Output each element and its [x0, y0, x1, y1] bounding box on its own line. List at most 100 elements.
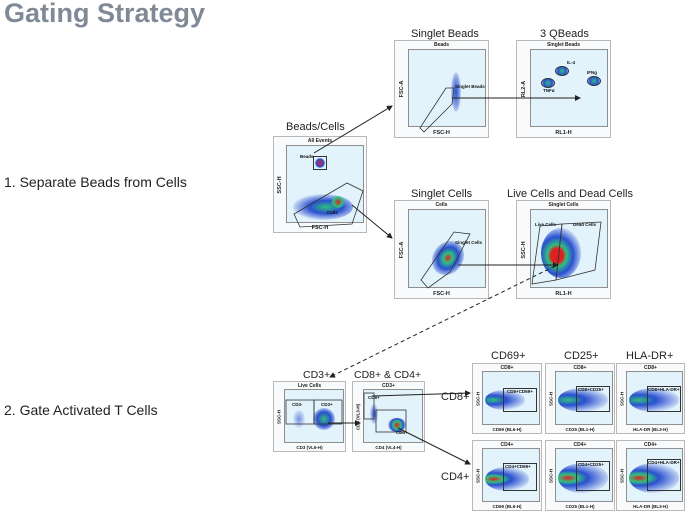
x-axis-label: FSC-H	[433, 291, 450, 297]
panel-cd8-cd25: CD8+ CD8+CD25+ SSC-H CD25 (BL1-H)	[545, 363, 615, 434]
group-cd69: CD69+	[491, 350, 526, 362]
group-singlet-beads: Singlet Beads	[411, 28, 479, 40]
panel-title: All Events	[307, 138, 333, 144]
panel-cd4-cd69: CD4+ CD4+CD69+ SSC-H CD69 (BL6-H)	[472, 440, 542, 511]
x-axis-label: HLA-DR (BL3-H)	[633, 504, 668, 509]
panel-cd4-hladr: CD4+ CD4+HLA-DR+ SSC-H HLA-DR (BL3-H)	[616, 440, 685, 511]
gate-label: Dead Cells	[573, 222, 597, 227]
side-label-cd4: CD4+	[441, 471, 470, 483]
x-axis-label: HLA-DR (BL3-H)	[633, 427, 668, 432]
cd3-negative-population	[293, 410, 305, 428]
panel-qbeads: Singlet Beads IL-4 TNFα IFNg RL2-A RL1-H	[516, 40, 611, 138]
x-axis-label: FSC-H	[311, 225, 329, 231]
gate-label: CD4+HLA-DR+	[648, 460, 680, 465]
plot-area: IL-4 TNFα IFNg	[530, 49, 608, 127]
group-cd8-cd4: CD8+ & CD4+	[354, 369, 422, 381]
plot-area: CD4+HLA-DR+	[626, 448, 683, 502]
panel-cd8-hladr: CD8+ CD8+HLA-DR+ SSC-H HLA-DR (BL3-H)	[616, 363, 685, 434]
plot-area: CD8+CD69+	[482, 371, 540, 425]
step-2-label: 2. Gate Activated T Cells	[4, 402, 158, 418]
panel-title: Live Cells	[297, 383, 322, 389]
gate-label: CD8+HLA-DR+	[648, 387, 680, 392]
qbead-tnfa	[541, 78, 555, 88]
group-qbeads: 3 QBeads	[540, 28, 589, 40]
cd3-positive-population	[313, 408, 335, 430]
gate-box	[576, 386, 610, 412]
panel-title: CD3+	[382, 383, 395, 389]
arrow-cells	[351, 204, 393, 239]
x-axis-label: CD69 (BL6-H)	[492, 504, 522, 509]
x-axis-label: CD69 (BL6-H)	[492, 427, 522, 432]
gate-cells-polygon	[293, 182, 364, 228]
gate-label: CD8+CD69+	[507, 389, 533, 394]
arrow-cd4	[397, 427, 471, 465]
event-population	[485, 390, 525, 410]
gate-box	[576, 461, 610, 491]
plot-area: Singlet Beads	[408, 49, 486, 127]
gate-label: CD4+	[396, 430, 408, 435]
event-population	[629, 463, 679, 493]
gate-box	[647, 386, 681, 412]
gate-singlet-cells-polygon	[420, 231, 471, 289]
group-live-dead: Live Cells and Dead Cells	[507, 188, 633, 200]
group-singlet-cells: Singlet Cells	[411, 188, 473, 200]
panel-title: Beads	[433, 42, 449, 48]
x-axis-label: RL1-H	[555, 130, 572, 136]
panel-cells: Cells Singlet Cells FSC-A FSC-H	[394, 200, 489, 299]
arrow-live-cells-dashed	[329, 265, 556, 378]
plot-area: CD8+ CD4+	[363, 389, 423, 443]
gate-box	[503, 388, 537, 412]
panel-title: CD8+	[573, 365, 587, 371]
panel-beads: Beads Singlet Beads FSC-A FSC-H	[394, 40, 489, 138]
group-cd25: CD25+	[564, 350, 599, 362]
bead-singlets	[451, 72, 461, 112]
gate-cd3-pos	[313, 399, 343, 425]
x-axis-label: CD3 (VL6-H)	[296, 445, 323, 450]
arrow-cd8	[371, 390, 471, 397]
x-axis-label: FSC-H	[433, 130, 450, 136]
gate-box	[647, 459, 681, 491]
plot-area: CD4+CD69+	[482, 448, 540, 502]
gate-label: Singlet Beads	[455, 84, 485, 89]
gate-label: IL-4	[567, 60, 576, 65]
gate-live-cells-polygon	[531, 223, 563, 285]
group-beads-cells: Beads/Cells	[286, 121, 345, 133]
x-axis-label: CD4 (VL4-H)	[375, 445, 402, 450]
panel-title: Singlet Cells	[548, 202, 579, 208]
gate-beads	[313, 156, 327, 170]
gate-cd4	[375, 409, 407, 433]
gate-cd3-neg	[285, 399, 315, 425]
panel-title: CD4+	[573, 442, 587, 448]
panel-cd3: Live Cells CD3- CD3+ SSC-H CD3 (VL6-H)	[273, 381, 346, 452]
qbead-il4	[555, 66, 569, 76]
arrow-beads	[313, 105, 393, 154]
gate-label: CD4+CD25+	[578, 462, 604, 467]
x-axis-label: CD25 (BL1-H)	[565, 427, 595, 432]
panel-cd4-cd25: CD4+ CD4+CD25+ SSC-H CD25 (BL1-H)	[545, 440, 615, 511]
event-population	[558, 463, 608, 493]
panel-title: CD4+	[644, 442, 657, 448]
plot-area: CD8+HLA-DR+	[626, 371, 683, 425]
event-population	[485, 467, 529, 491]
panel-title: CD8+	[644, 365, 657, 371]
panel-all-events: All Events Beads Cells SSC-H FSC-H	[273, 136, 367, 233]
gate-box	[503, 463, 537, 491]
gate-label: Cells	[327, 210, 338, 215]
plot-area: Beads Cells	[286, 145, 364, 223]
gate-label: Singlet Cells	[455, 240, 483, 245]
gate-label: CD3-	[292, 402, 303, 407]
event-population	[558, 388, 608, 412]
x-axis-label: CD25 (BL1-H)	[565, 504, 595, 509]
step-1-label: 1. Separate Beads from Cells	[4, 174, 187, 190]
panel-title: Singlet Beads	[546, 42, 581, 48]
panel-title: CD8+	[500, 365, 514, 371]
gate-cd8	[363, 392, 375, 420]
qbead-ifng	[587, 76, 601, 86]
gate-label: TNFα	[543, 88, 555, 93]
cell-core	[331, 196, 345, 208]
group-cd3: CD3+	[303, 369, 331, 381]
gate-label: Beads	[300, 154, 314, 159]
group-hladr: HLA-DR+	[626, 350, 674, 362]
plot-area: Singlet Cells	[408, 209, 486, 288]
